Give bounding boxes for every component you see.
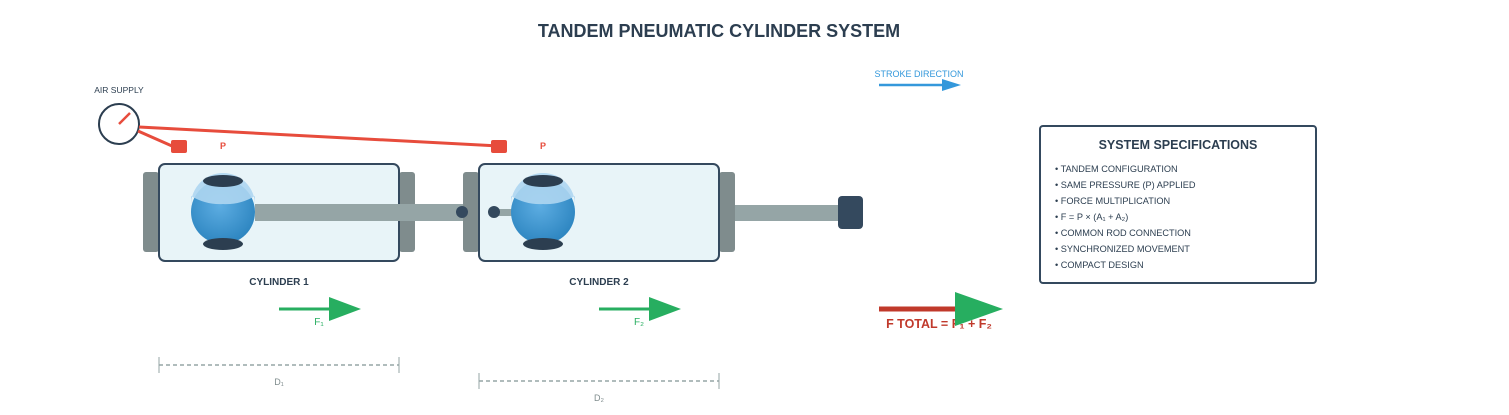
spec-item: • F = P × (A₁ + A₂)	[1055, 212, 1129, 222]
spec-item: • FORCE MULTIPLICATION	[1055, 196, 1171, 206]
rod-coupling-left	[456, 206, 468, 218]
cylinder-1-rod	[255, 204, 463, 221]
air-port-2	[491, 140, 507, 153]
specifications-title: SYSTEM SPECIFICATIONS	[1098, 138, 1258, 152]
dimension-2-label: D₂	[594, 393, 604, 403]
rod-coupling-right	[488, 206, 500, 218]
dimension-1	[158, 357, 400, 373]
specifications-list: • TANDEM CONFIGURATION • SAME PRESSURE (…	[1055, 161, 1315, 273]
force-2-label: F₂	[634, 317, 644, 328]
air-line-to-cylinder-1	[137, 129, 173, 148]
spec-item: • TANDEM CONFIGURATION	[1055, 164, 1178, 174]
cylinder-2-label: CYLINDER 2	[569, 277, 629, 288]
gauge-needle	[118, 112, 131, 125]
spec-item: • COMMON ROD CONNECTION	[1055, 228, 1191, 238]
diagram-title: TANDEM PNEUMATIC CYLINDER SYSTEM	[538, 21, 900, 41]
cylinder-2-output-rod	[735, 205, 841, 221]
cylinder-1-label: CYLINDER 1	[249, 277, 309, 288]
stroke-direction-arrow-icon	[942, 79, 961, 91]
force-2-arrow-icon	[649, 297, 681, 321]
cylinder-2-piston	[511, 173, 575, 250]
connecting-rod-link	[493, 209, 527, 216]
stroke-direction-label: STROKE DIRECTION	[874, 69, 963, 79]
dimension-2	[478, 373, 720, 389]
system-specifications-panel: SYSTEM SPECIFICATIONS • TANDEM CONFIGURA…	[1039, 125, 1317, 284]
cylinder-2-front-cap	[719, 172, 735, 252]
spec-item: • COMPACT DESIGN	[1055, 260, 1144, 270]
spec-item: • SAME PRESSURE (P) APPLIED	[1055, 180, 1196, 190]
cylinder-2-rear-cap	[463, 172, 479, 252]
rod-end-block	[838, 196, 863, 229]
air-line-to-cylinder-2	[138, 125, 500, 148]
cylinder-1-rear-cap	[143, 172, 159, 252]
spec-item: • SYNCHRONIZED MOVEMENT	[1055, 244, 1190, 254]
air-supply-label: AIR SUPPLY	[94, 85, 144, 95]
force-1-arrow-icon	[329, 297, 361, 321]
total-force-label: F TOTAL = F₁ + F₂	[886, 317, 992, 331]
total-force-arrow-icon	[955, 292, 1003, 326]
pressure-label-2: P	[540, 141, 546, 151]
pressure-label-1: P	[220, 141, 226, 151]
cylinder-1-piston	[191, 173, 255, 250]
force-1-label: F₁	[314, 317, 324, 328]
dimension-1-label: D₁	[274, 377, 284, 387]
air-port-1	[171, 140, 187, 153]
